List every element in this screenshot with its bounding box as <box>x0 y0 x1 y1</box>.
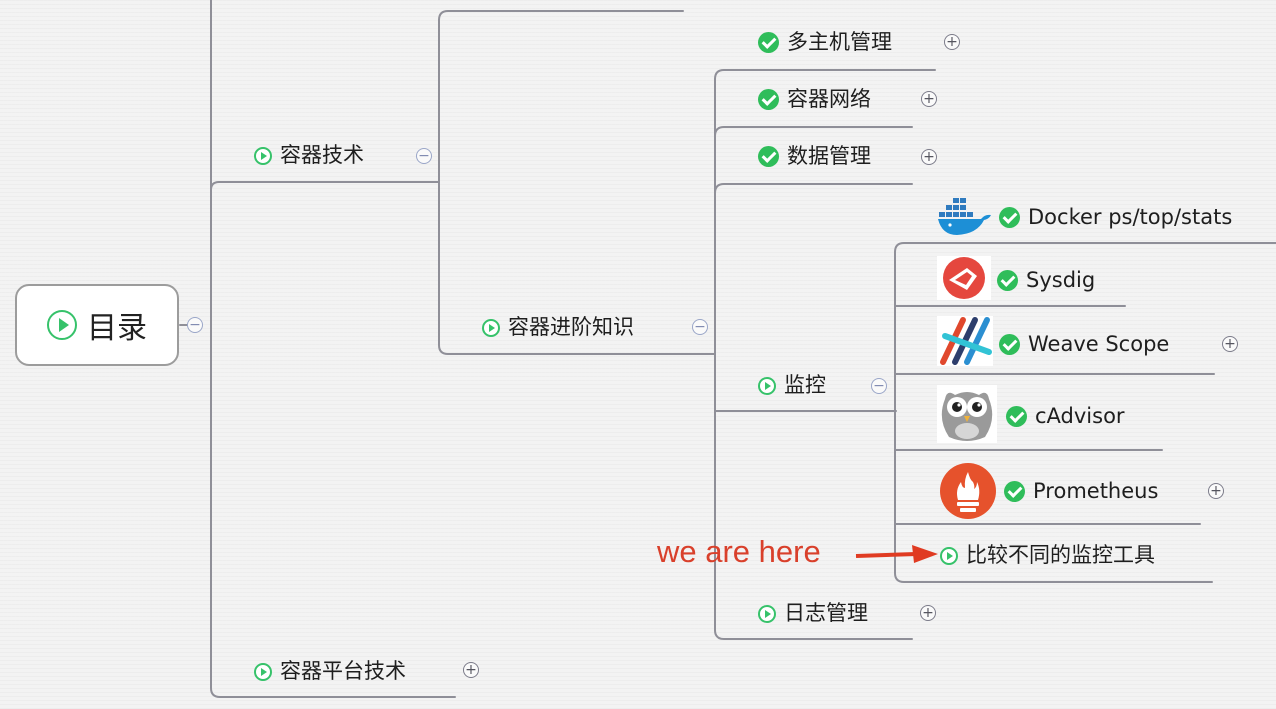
node-label: 容器平台技术 <box>280 659 406 683</box>
node-label: Prometheus <box>1033 479 1159 503</box>
node-cadvisor[interactable]: cAdvisor <box>1006 406 1125 427</box>
prometheus-logo-icon <box>937 462 999 520</box>
node-label: Docker ps/top/stats <box>1028 205 1233 229</box>
expand-weave-scope-button[interactable]: + <box>1222 336 1238 352</box>
cadvisor-owl-icon <box>937 385 997 443</box>
node-label: 容器网络 <box>787 87 871 111</box>
node-logging[interactable]: 日志管理 <box>758 603 868 624</box>
root-label: 目录 <box>87 311 147 346</box>
check-circle-icon <box>1004 481 1025 502</box>
expand-network-button[interactable]: + <box>921 91 937 107</box>
check-circle-icon <box>999 334 1020 355</box>
node-containers[interactable]: 容器技术 <box>254 145 364 166</box>
expand-platform-button[interactable]: + <box>463 662 479 678</box>
node-label: 容器进阶知识 <box>508 315 634 339</box>
expand-data-button[interactable]: + <box>921 149 937 165</box>
check-circle-icon <box>758 89 779 110</box>
node-monitor[interactable]: 监控 <box>758 375 826 396</box>
node-label: Sysdig <box>1026 268 1096 292</box>
expand-multihost-button[interactable]: + <box>944 34 960 50</box>
node-label: 多主机管理 <box>787 30 892 54</box>
play-circle-icon <box>254 662 272 681</box>
node-advanced[interactable]: 容器进阶知识 <box>482 317 634 338</box>
node-label: 数据管理 <box>787 144 871 168</box>
node-compare-tools[interactable]: 比较不同的监控工具 <box>940 545 1155 566</box>
check-circle-icon <box>758 146 779 167</box>
play-circle-icon <box>254 146 272 165</box>
collapse-containers-button[interactable]: − <box>416 148 432 164</box>
node-multihost[interactable]: 多主机管理 <box>758 32 892 53</box>
node-label: 容器技术 <box>280 143 364 167</box>
node-sysdig[interactable]: Sysdig <box>997 270 1095 291</box>
collapse-monitor-button[interactable]: − <box>871 378 887 394</box>
node-network[interactable]: 容器网络 <box>758 89 871 110</box>
node-prometheus[interactable]: Prometheus <box>1004 481 1158 502</box>
node-label: 比较不同的监控工具 <box>966 543 1155 567</box>
annotation-arrow <box>855 545 938 563</box>
play-circle-icon <box>47 310 77 340</box>
collapse-advanced-button[interactable]: − <box>692 319 708 335</box>
play-circle-icon <box>758 604 776 623</box>
play-circle-icon <box>758 376 776 395</box>
node-label: cAdvisor <box>1035 404 1125 428</box>
weave-scope-logo-icon <box>937 316 993 366</box>
node-platform[interactable]: 容器平台技术 <box>254 661 406 682</box>
check-circle-icon <box>997 270 1018 291</box>
play-circle-icon <box>482 318 500 337</box>
node-data[interactable]: 数据管理 <box>758 146 871 167</box>
expand-logging-button[interactable]: + <box>920 605 936 621</box>
node-docker[interactable]: Docker ps/top/stats <box>999 207 1232 228</box>
sysdig-logo-icon <box>937 256 991 300</box>
collapse-root-button[interactable]: − <box>187 317 203 333</box>
expand-prometheus-button[interactable]: + <box>1208 483 1224 499</box>
node-label: Weave Scope <box>1028 332 1170 356</box>
docker-logo-icon <box>937 194 993 238</box>
node-weave-scope[interactable]: Weave Scope <box>999 334 1169 355</box>
play-circle-icon <box>940 546 958 565</box>
annotation-we-are-here: we are here <box>657 534 821 569</box>
node-label: 日志管理 <box>784 601 868 625</box>
check-circle-icon <box>1006 406 1027 427</box>
check-circle-icon <box>999 207 1020 228</box>
check-circle-icon <box>758 32 779 53</box>
node-label: 监控 <box>784 373 826 397</box>
root-node[interactable]: 目录 <box>15 284 179 366</box>
